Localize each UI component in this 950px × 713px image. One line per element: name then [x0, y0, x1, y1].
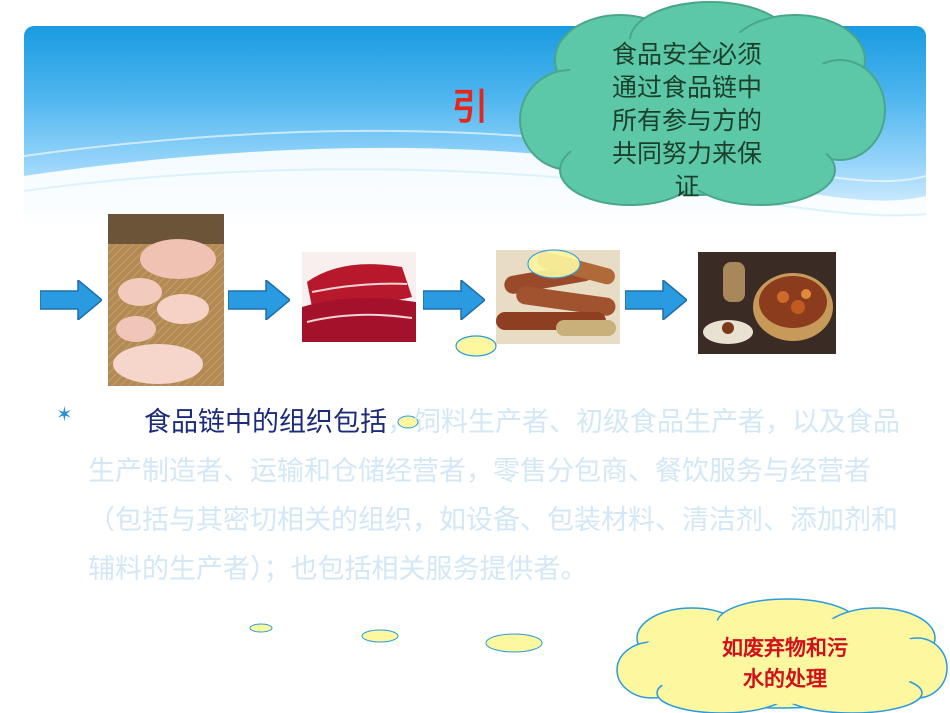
paragraph-body-text: ，饲料生产者、初级食品生产者，以及食品生产制造者、运输和仓储经营者，零售分包商、…	[88, 407, 900, 585]
chain-arrow-1	[40, 280, 102, 320]
cloud-callout-bottom	[616, 598, 948, 713]
chain-arrow-2	[228, 280, 290, 320]
body-paragraph: 食品链中的组织包括，饲料生产者、初级食品生产者，以及食品生产制造者、运输和仓储经…	[88, 398, 908, 594]
yellow-dot-decoration	[397, 415, 419, 429]
bullet-star-icon: ✶	[56, 402, 73, 426]
paragraph-lead-text: 食品链中的组织包括	[144, 407, 387, 438]
yellow-dot-decoration	[361, 629, 399, 643]
raw-meat-photo	[302, 252, 416, 342]
cooked-dish-photo	[698, 252, 836, 354]
chain-arrow-4	[625, 280, 687, 320]
yellow-dot-decoration	[455, 335, 497, 357]
yellow-dot-decoration	[249, 623, 273, 633]
pig-farm-photo	[108, 214, 224, 386]
chain-arrow-3	[423, 280, 485, 320]
yellow-dot-decoration	[485, 633, 543, 653]
cloud-callout-top	[519, 1, 886, 206]
yellow-dot-decoration	[527, 249, 581, 279]
callout-top-text: 食品安全必须 通过食品链中 所有参与方的 共同努力来保 证	[611, 40, 762, 201]
callout-bottom-text: 如废弃物和污 水的处理	[722, 636, 848, 691]
